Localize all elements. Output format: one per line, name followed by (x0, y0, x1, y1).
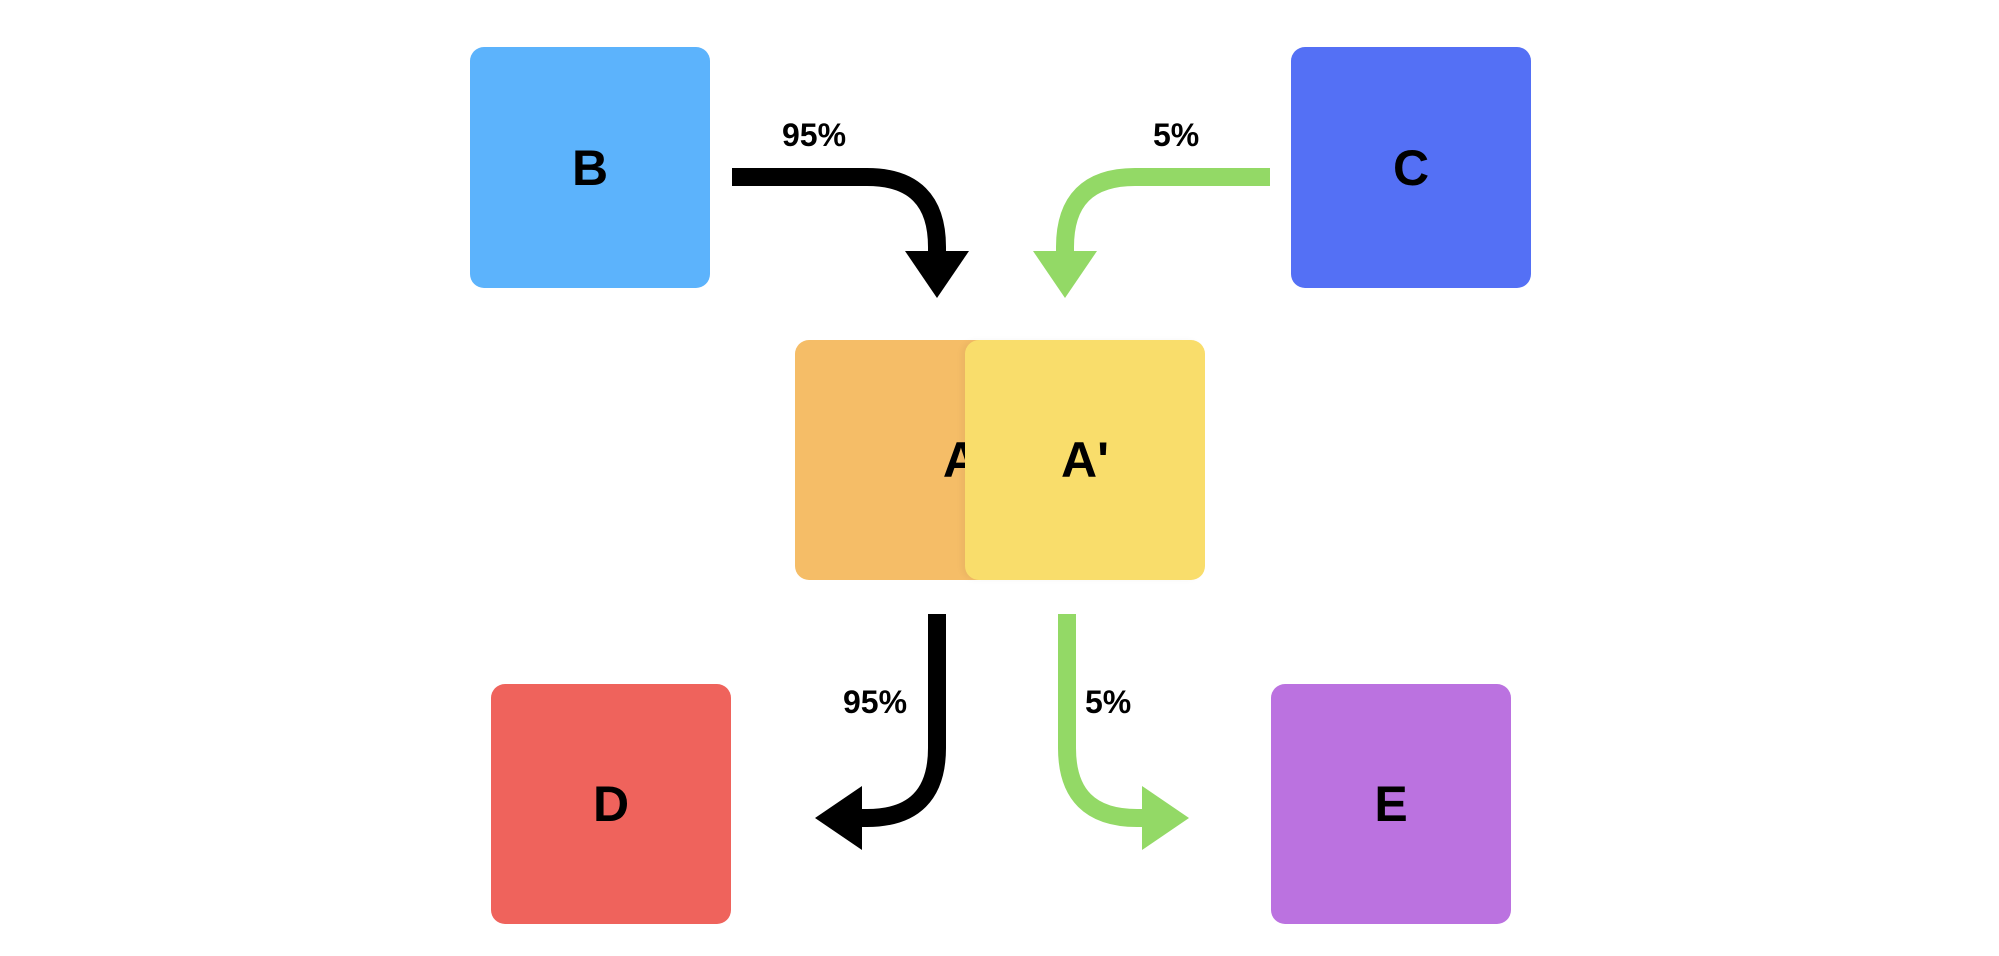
node-b-label: B (571, 139, 609, 196)
arrow-b-to-a-line (732, 168, 946, 253)
arrow-a-prime-to-e-line (1058, 614, 1144, 827)
arrow-b-to-a (732, 168, 969, 298)
node-e: E (1271, 684, 1511, 924)
arrow-a-prime-to-e (1058, 614, 1189, 850)
arrow-b-to-a-head (905, 251, 969, 298)
node-e-label: E (1374, 776, 1408, 832)
node-d: D (491, 684, 731, 924)
node-c: C (1291, 47, 1531, 288)
arrow-c-to-a-prime (1033, 168, 1270, 298)
arrow-a-prime-to-e-head (1142, 786, 1189, 850)
node-c-label: C (1392, 139, 1430, 196)
node-a-prime-label: A' (1061, 432, 1109, 488)
edge-a-prime-to-e-label: 5% (1085, 684, 1132, 720)
arrow-a-to-d-head (815, 786, 862, 850)
edge-c-to-a-prime-label: 5% (1153, 117, 1200, 153)
arrow-c-to-a-prime-head (1033, 251, 1097, 298)
node-a-prime: A' (965, 340, 1205, 580)
node-b: B (470, 47, 710, 288)
edge-b-to-a-label: 95% (782, 117, 847, 153)
node-d-label: D (592, 776, 630, 832)
arrow-a-to-d (815, 614, 946, 850)
edge-a-to-d-label: 95% (843, 684, 908, 720)
arrow-a-to-d-line (860, 614, 946, 827)
arrow-c-to-a-prime-line (1056, 168, 1270, 253)
